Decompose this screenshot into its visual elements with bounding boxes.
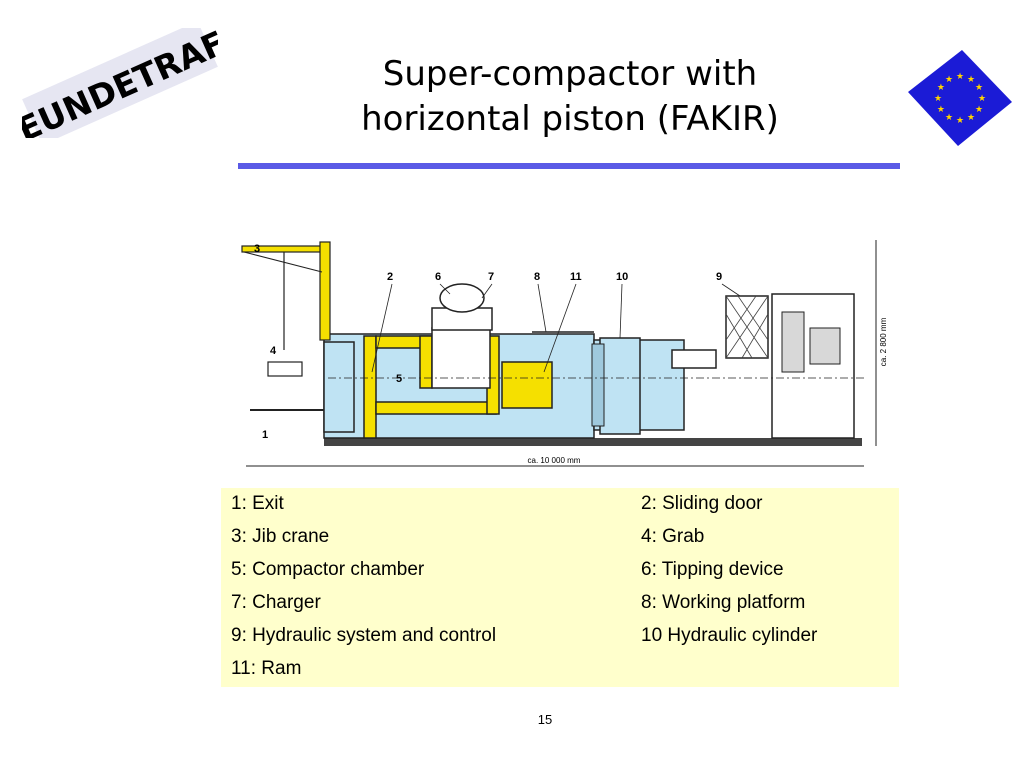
page-number: 15 [537,712,553,727]
legend-item-11: 11: Ram [231,658,302,679]
eu-star-icon: ★ [934,94,942,104]
callout-4: 4 [270,345,277,357]
machine-base [324,438,862,446]
callout-10: 10 [616,271,628,283]
eu-star-icon: ★ [967,113,975,123]
callout-9: 9 [716,271,722,283]
legend-item-1: 1: Exit [231,493,284,514]
legend-item-8: 8: Working platform [641,592,806,613]
slide-title: Super-compactor with horizontal piston (… [250,52,890,142]
legend-item-2: 2: Sliding door [641,493,763,514]
eu-star-icon: ★ [978,94,986,104]
grab [267,361,303,377]
eu-star-icon: ★ [956,72,964,82]
eu-star-icon: ★ [956,116,964,126]
callout-1: 1 [262,429,268,441]
eu-star-icon: ★ [967,75,975,85]
title-underline [238,163,900,169]
callout-7: 7 [488,271,494,283]
legend-item-7: 7: Charger [231,592,321,613]
charger [431,327,491,389]
callout-11: 11 [570,271,582,283]
legend-item-9: 9: Hydraulic system and control [231,625,497,646]
callout-8: 8 [534,271,540,283]
callout-3: 3 [254,243,260,255]
eu-star-icon: ★ [945,75,953,85]
legend-item-6: 6: Tipping device [641,559,784,580]
sliding-door [363,335,377,439]
eu-star-icon: ★ [975,105,983,115]
callout-6: 6 [435,271,441,283]
legend-item-4: 4: Grab [641,526,705,547]
title-line-2: horizontal piston (FAKIR) [361,99,779,139]
eu-flag-icon: ★★★★★★★★★★★★ [908,50,1012,146]
callout-2: 2 [387,271,393,283]
title-line-1: Super-compactor with [382,54,758,94]
legend-item-5: 5: Compactor chamber [231,559,425,580]
eundetraf-logo: EUNDETRAF [22,28,218,138]
eu-star-icon: ★ [937,105,945,115]
logo-text: EUNDETRAF [22,28,218,138]
legend-item-3: 3: Jib crane [231,526,330,547]
legend-item-10: 10 Hydraulic cylinder [641,625,818,646]
callout-5: 5 [396,373,402,385]
eu-star-icon: ★ [937,83,945,93]
width-dimension: ca. 10 000 mm [528,456,581,465]
machine-diagram: ca. 10 000 mm ca. 2 800 mm 3 2 6 7 8 11 … [241,240,888,467]
ram [501,361,553,409]
eu-star-icon: ★ [945,113,953,123]
eu-star-icon: ★ [975,83,983,93]
hydraulic-cylinder [599,337,641,435]
legend-table: 1: Exit 3: Jib crane 5: Compactor chambe… [221,488,899,687]
height-dimension: ca. 2 800 mm [879,317,888,366]
